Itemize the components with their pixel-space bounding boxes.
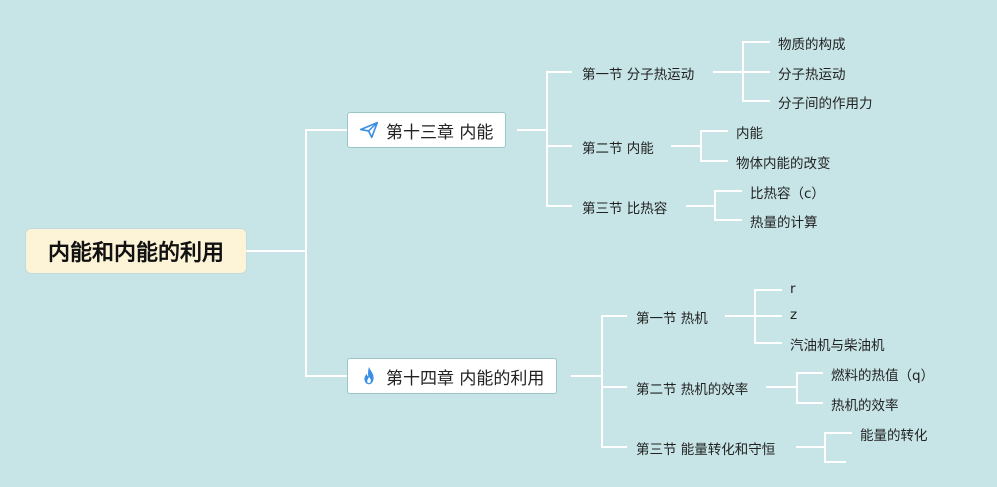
paper-plane-icon	[358, 119, 380, 141]
leaf-13-2-2[interactable]: 物体内能的改变	[736, 152, 831, 172]
section-13-1-label: 第一节 分子热运动	[582, 67, 695, 83]
leaf-label: 物质的构成	[778, 37, 846, 53]
leaf-13-1-3[interactable]: 分子间的作用力	[778, 92, 873, 112]
leaf-label: 燃料的热值（q）	[831, 368, 935, 384]
leaf-label: 热机的效率	[831, 398, 899, 414]
leaf-label: 内能	[736, 126, 763, 142]
leaf-14-2-1[interactable]: 燃料的热值（q）	[831, 364, 934, 384]
section-14-3-label: 第三节 能量转化和守恒	[636, 442, 776, 458]
chapter-13-label: 第十三章 内能	[386, 122, 494, 143]
leaf-13-2-1[interactable]: 内能	[736, 122, 763, 142]
leaf-label: 能量的转化	[860, 428, 928, 444]
leaf-14-1-3[interactable]: 汽油机与柴油机	[790, 334, 885, 354]
leaf-13-1-2[interactable]: 分子热运动	[778, 63, 846, 83]
leaf-label: 分子间的作用力	[778, 96, 873, 112]
leaf-label: 比热容（c）	[750, 186, 825, 202]
leaf-label: 热量的计算	[750, 215, 818, 231]
leaf-14-2-2[interactable]: 热机的效率	[831, 394, 899, 414]
leaf-13-1-1[interactable]: 物质的构成	[778, 33, 846, 53]
leaf-13-3-1[interactable]: 比热容（c）	[750, 182, 825, 202]
leaf-13-3-2[interactable]: 热量的计算	[750, 211, 818, 231]
section-14-2[interactable]: 第二节 热机的效率	[636, 378, 748, 398]
section-14-1[interactable]: 第一节 热机	[636, 307, 708, 327]
section-13-3-label: 第三节 比热容	[582, 201, 668, 217]
leaf-label: 汽油机与柴油机	[790, 338, 885, 354]
leaf-label: 物体内能的改变	[736, 156, 831, 172]
flame-icon	[358, 365, 380, 387]
leaf-label: r	[790, 281, 796, 297]
section-14-2-label: 第二节 热机的效率	[636, 382, 749, 398]
section-14-1-label: 第一节 热机	[636, 311, 708, 327]
root-topic-label: 内能和内能的利用	[47, 241, 224, 266]
leaf-14-1-1[interactable]: r	[790, 281, 796, 297]
leaf-14-1-2[interactable]: z	[790, 307, 797, 323]
leaf-label: 分子热运动	[778, 67, 846, 83]
root-topic[interactable]: 内能和内能的利用	[26, 229, 246, 273]
section-13-1[interactable]: 第一节 分子热运动	[582, 63, 694, 83]
chapter-14-label: 第十四章 内能的利用	[386, 368, 545, 389]
chapter-14-node[interactable]: 第十四章 内能的利用	[347, 358, 558, 394]
section-14-3[interactable]: 第三节 能量转化和守恒	[636, 438, 775, 458]
section-13-2[interactable]: 第二节 内能	[582, 137, 654, 157]
leaf-14-3-1[interactable]: 能量的转化	[860, 424, 928, 444]
section-13-2-label: 第二节 内能	[582, 141, 654, 157]
leaf-label: z	[790, 307, 798, 323]
chapter-13-node[interactable]: 第十三章 内能	[347, 112, 507, 148]
section-13-3[interactable]: 第三节 比热容	[582, 197, 667, 217]
